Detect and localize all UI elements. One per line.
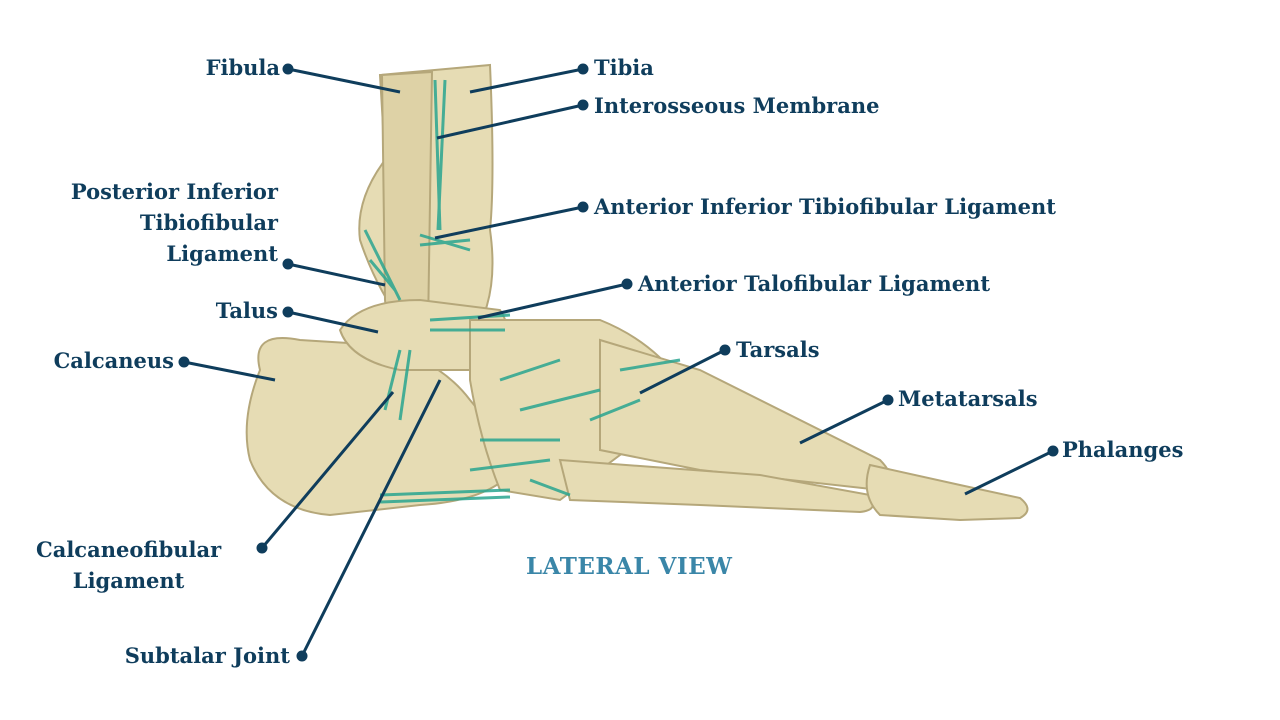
view-title: LATERAL VIEW: [526, 553, 733, 580]
label-calcaneus: Calcaneus: [53, 348, 174, 373]
label-posterior-inferior-tibiofibular-ligament: Posterior Inferior Tibiofibular Ligament: [71, 176, 278, 269]
leader-lines: [178, 63, 1059, 662]
label-anterior-talofibular-ligament: Anterior Talofibular Ligament: [638, 271, 991, 296]
label-phalanges: Phalanges: [1062, 437, 1184, 462]
label-fibula: Fibula: [205, 55, 280, 80]
label-anterior-inferior-tibiofibular-ligament: Anterior Inferior Tibiofibular Ligament: [594, 194, 1056, 219]
label-line: Ligament: [166, 241, 278, 266]
label-interosseous-membrane: Interosseous Membrane: [594, 93, 880, 118]
label-line: Posterior Inferior: [70, 179, 278, 204]
label-tibia: Tibia: [594, 55, 654, 80]
label-calcaneofibular-ligament: Calcaneofibular Ligament: [36, 534, 221, 596]
label-tarsals: Tarsals: [736, 337, 820, 362]
label-subtalar-joint: Subtalar Joint: [124, 643, 290, 668]
label-talus: Talus: [215, 298, 278, 323]
phalanges-bone: [865, 463, 1029, 522]
label-line: Ligament: [72, 568, 185, 593]
label-line: Tibiofibular: [139, 210, 278, 235]
label-metatarsals: Metatarsals: [898, 386, 1038, 411]
label-line: Calcaneofibular: [36, 537, 222, 562]
